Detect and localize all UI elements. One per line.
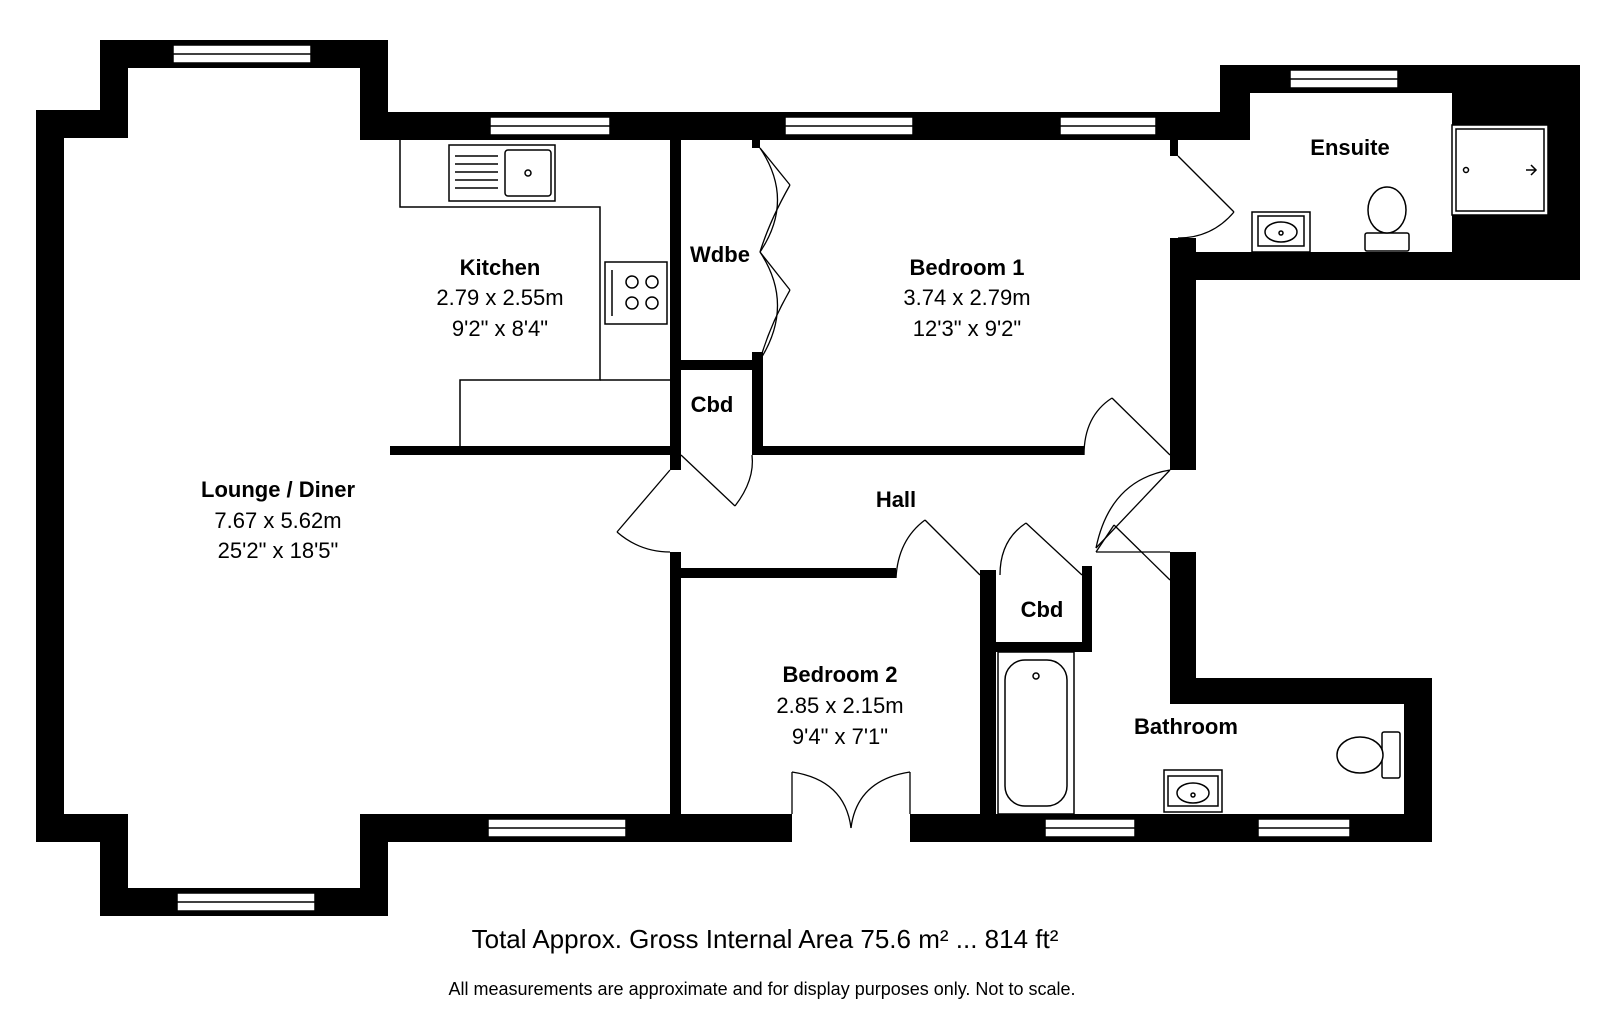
wall <box>670 138 681 470</box>
window <box>1257 818 1351 838</box>
wall <box>670 360 762 370</box>
window <box>176 892 316 912</box>
bathroom-toilet <box>1336 731 1401 779</box>
cupboard2-door <box>999 522 1083 576</box>
lounge-door <box>616 469 671 553</box>
window <box>1044 818 1136 838</box>
wall <box>36 110 64 842</box>
bedroom2-door <box>895 519 981 579</box>
kitchen-worktop <box>399 140 670 446</box>
lounge-imperial: 25'2" x 18'5" <box>218 538 339 563</box>
window <box>784 116 914 136</box>
wall <box>1170 140 1178 156</box>
wall <box>390 446 670 455</box>
window <box>1289 69 1399 89</box>
total-area: Total Approx. Gross Internal Area 75.6 m… <box>472 924 1059 954</box>
bathroom-name: Bathroom <box>1134 714 1238 739</box>
wall <box>980 642 1092 652</box>
wall <box>1082 566 1092 652</box>
kitchen-name: Kitchen <box>460 255 541 280</box>
kitchen-imperial: 9'2" x 8'4" <box>452 316 548 341</box>
wall <box>980 570 996 842</box>
bathroom-basin <box>1163 769 1223 813</box>
window <box>489 116 611 136</box>
wall <box>670 568 896 578</box>
window <box>487 818 627 838</box>
wardrobe-doors <box>759 147 791 361</box>
bedroom2-imperial: 9'4" x 7'1" <box>792 724 888 749</box>
wall <box>980 570 994 580</box>
kitchen-metric: 2.79 x 2.55m <box>436 285 563 310</box>
window <box>172 44 312 64</box>
cupboard1-door <box>680 454 754 507</box>
wall <box>1170 552 1196 688</box>
wall <box>1178 252 1580 280</box>
ensuite-door <box>1177 155 1235 239</box>
bedroom2-metric: 2.85 x 2.15m <box>776 693 903 718</box>
kitchen-sink <box>448 144 556 202</box>
doors <box>616 147 1235 829</box>
bathroom-door <box>1095 524 1171 581</box>
bedroom1-imperial: 12'3" x 9'2" <box>913 316 1021 341</box>
lounge-metric: 7.67 x 5.62m <box>214 508 341 533</box>
shower-tray <box>1451 124 1549 216</box>
disclaimer: All measurements are approximate and for… <box>449 979 1076 999</box>
wall <box>752 446 1084 455</box>
bedroom2-name: Bedroom 2 <box>783 662 898 687</box>
cupboard1-name: Cbd <box>691 392 734 417</box>
ensuite-basin <box>1251 211 1311 253</box>
windows <box>172 44 1399 912</box>
wall <box>670 552 681 842</box>
bedroom1-name: Bedroom 1 <box>910 255 1025 280</box>
lounge-name: Lounge / Diner <box>201 477 355 502</box>
hob <box>604 261 668 325</box>
hall-name: Hall <box>876 487 916 512</box>
ensuite-toilet <box>1364 186 1410 252</box>
entrance-door <box>1095 469 1171 549</box>
wall <box>752 352 763 454</box>
bedroom1-door <box>1083 397 1171 456</box>
cupboard2-name: Cbd <box>1021 597 1064 622</box>
wall <box>1170 678 1432 704</box>
footer: Total Approx. Gross Internal Area 75.6 m… <box>449 924 1076 999</box>
bedroom1-metric: 3.74 x 2.79m <box>903 285 1030 310</box>
wardrobe-name: Wdbe <box>690 242 750 267</box>
wall <box>1170 238 1196 470</box>
wall <box>752 140 760 148</box>
bedroom2-french-doors <box>791 771 911 829</box>
bath <box>997 651 1075 815</box>
window <box>1059 116 1157 136</box>
ensuite-name: Ensuite <box>1310 135 1389 160</box>
room-labels: Lounge / Diner 7.67 x 5.62m 25'2" x 18'5… <box>201 135 1390 749</box>
